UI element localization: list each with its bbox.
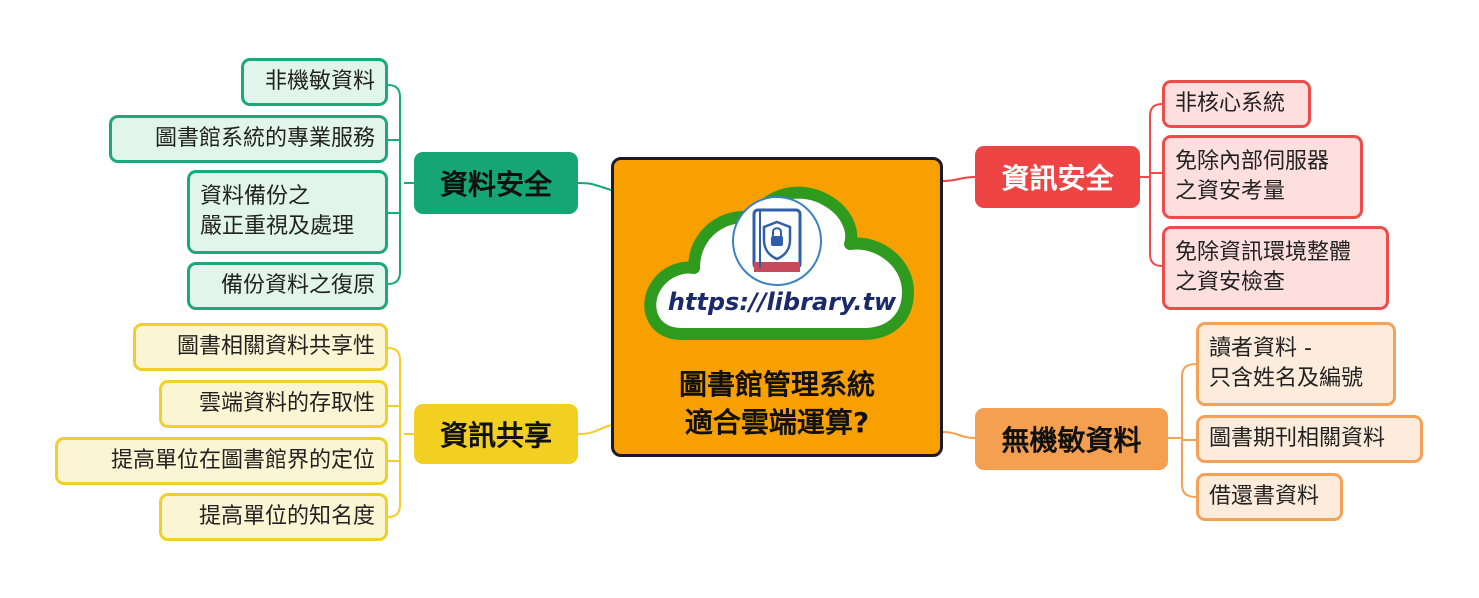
leaf-library-data-sharing[interactable]: 圖書相關資料共享性 (133, 323, 388, 371)
central-title-line2: 適合雲端運算? (684, 406, 870, 439)
bracket-info-security (1140, 103, 1163, 267)
leaf-library-professional-service[interactable]: 圖書館系統的專業服務 (109, 115, 388, 163)
leaf-non-sensitive-data[interactable]: 非機敏資料 (241, 58, 388, 106)
leaf-book-journal-data[interactable]: 圖書期刊相關資料 (1196, 415, 1423, 463)
leaf-backup-restore[interactable]: 備份資料之復原 (187, 262, 388, 310)
bracket-data-security (387, 84, 414, 285)
leaf-unit-reputation[interactable]: 提高單位的知名度 (159, 493, 388, 541)
link-center-info-security (942, 176, 976, 182)
leaf-environment-security-check[interactable]: 免除資訊環境整體 之資安檢查 (1162, 226, 1389, 310)
leaf-circulation-data[interactable]: 借還書資料 (1196, 473, 1343, 521)
leaf-cloud-data-access[interactable]: 雲端資料的存取性 (159, 380, 388, 428)
link-center-data-security (577, 182, 612, 191)
bracket-info-share (387, 347, 414, 518)
leaf-backup-handling[interactable]: 資料備份之 嚴正重視及處理 (187, 170, 388, 254)
leaf-unit-positioning[interactable]: 提高單位在圖書館界的定位 (55, 437, 388, 485)
link-center-info-share (577, 424, 612, 435)
bracket-no-sensitive (1168, 363, 1197, 498)
leaf-internal-server-security[interactable]: 免除內部伺服器 之資安考量 (1162, 135, 1363, 219)
leaf-reader-data[interactable]: 讀者資料 - 只含姓名及編號 (1196, 322, 1396, 406)
branch-info-share[interactable]: 資訊共享 (414, 404, 578, 464)
branch-info-security[interactable]: 資訊安全 (975, 146, 1140, 208)
central-topic[interactable]: https://library.tw 圖書館管理系統 適合雲端運算? (611, 157, 943, 457)
branch-data-security[interactable]: 資料安全 (414, 152, 578, 214)
branch-no-sensitive[interactable]: 無機敏資料 (975, 408, 1168, 470)
central-title-line1: 圖書館管理系統 (678, 368, 875, 401)
url-label: https://library.tw (667, 288, 897, 316)
central-title: 圖書館管理系統 適合雲端運算? (614, 366, 940, 442)
book-lock-icon (732, 196, 822, 286)
leaf-non-core-system[interactable]: 非核心系統 (1162, 80, 1311, 128)
link-center-no-sensitive (942, 431, 976, 439)
